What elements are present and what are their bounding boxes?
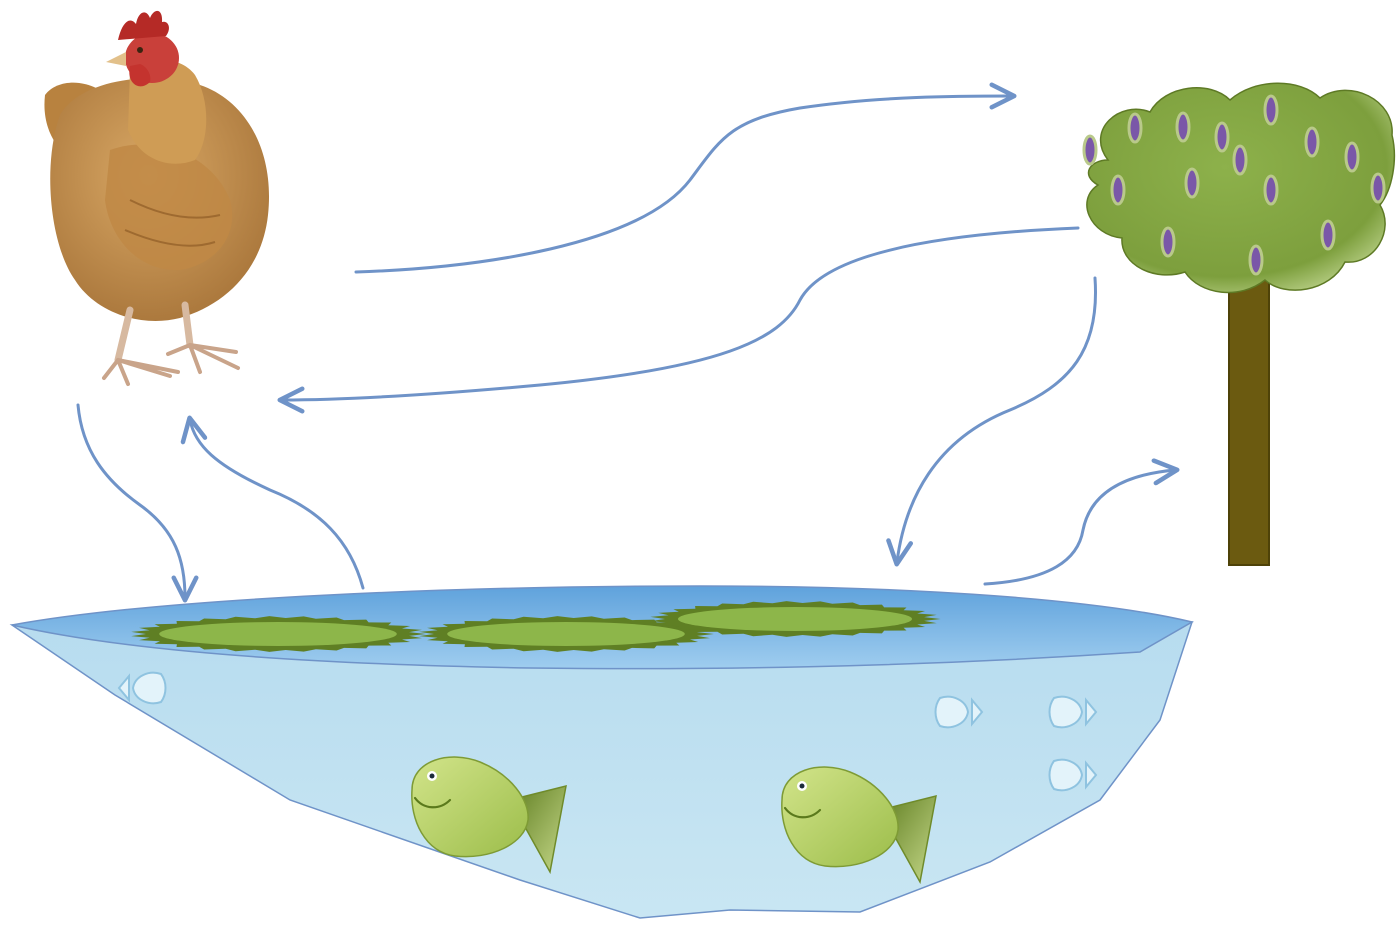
arrow-tree-to-chicken	[282, 228, 1078, 400]
fruit-icon	[1322, 221, 1334, 249]
chicken-icon	[44, 11, 269, 384]
fruit-icon	[1346, 143, 1358, 171]
fruit-icon	[1177, 113, 1189, 141]
fruit-icon	[1372, 174, 1384, 202]
arrow-tree-to-pond	[897, 278, 1096, 562]
fruit-icon	[1250, 246, 1262, 274]
fruit-icon	[1084, 136, 1096, 164]
fruit-icon	[1216, 123, 1228, 151]
fruit-icon	[1129, 114, 1141, 142]
tree-trunk	[1229, 272, 1269, 565]
arrow-chicken-to-pond	[78, 405, 185, 598]
fruit-icon	[1306, 128, 1318, 156]
fruit-tree-icon	[1084, 83, 1394, 565]
fruit-icon	[1186, 169, 1198, 197]
arrow-pond-to-tree	[985, 470, 1175, 584]
arrow-pond-to-chicken	[190, 420, 363, 588]
fruit-icon	[1112, 176, 1124, 204]
pond-icon	[12, 586, 1192, 918]
fruit-icon	[1265, 176, 1277, 204]
fruit-icon	[1162, 228, 1174, 256]
fruit-icon	[1234, 146, 1246, 174]
fruit-icon	[1265, 96, 1277, 124]
